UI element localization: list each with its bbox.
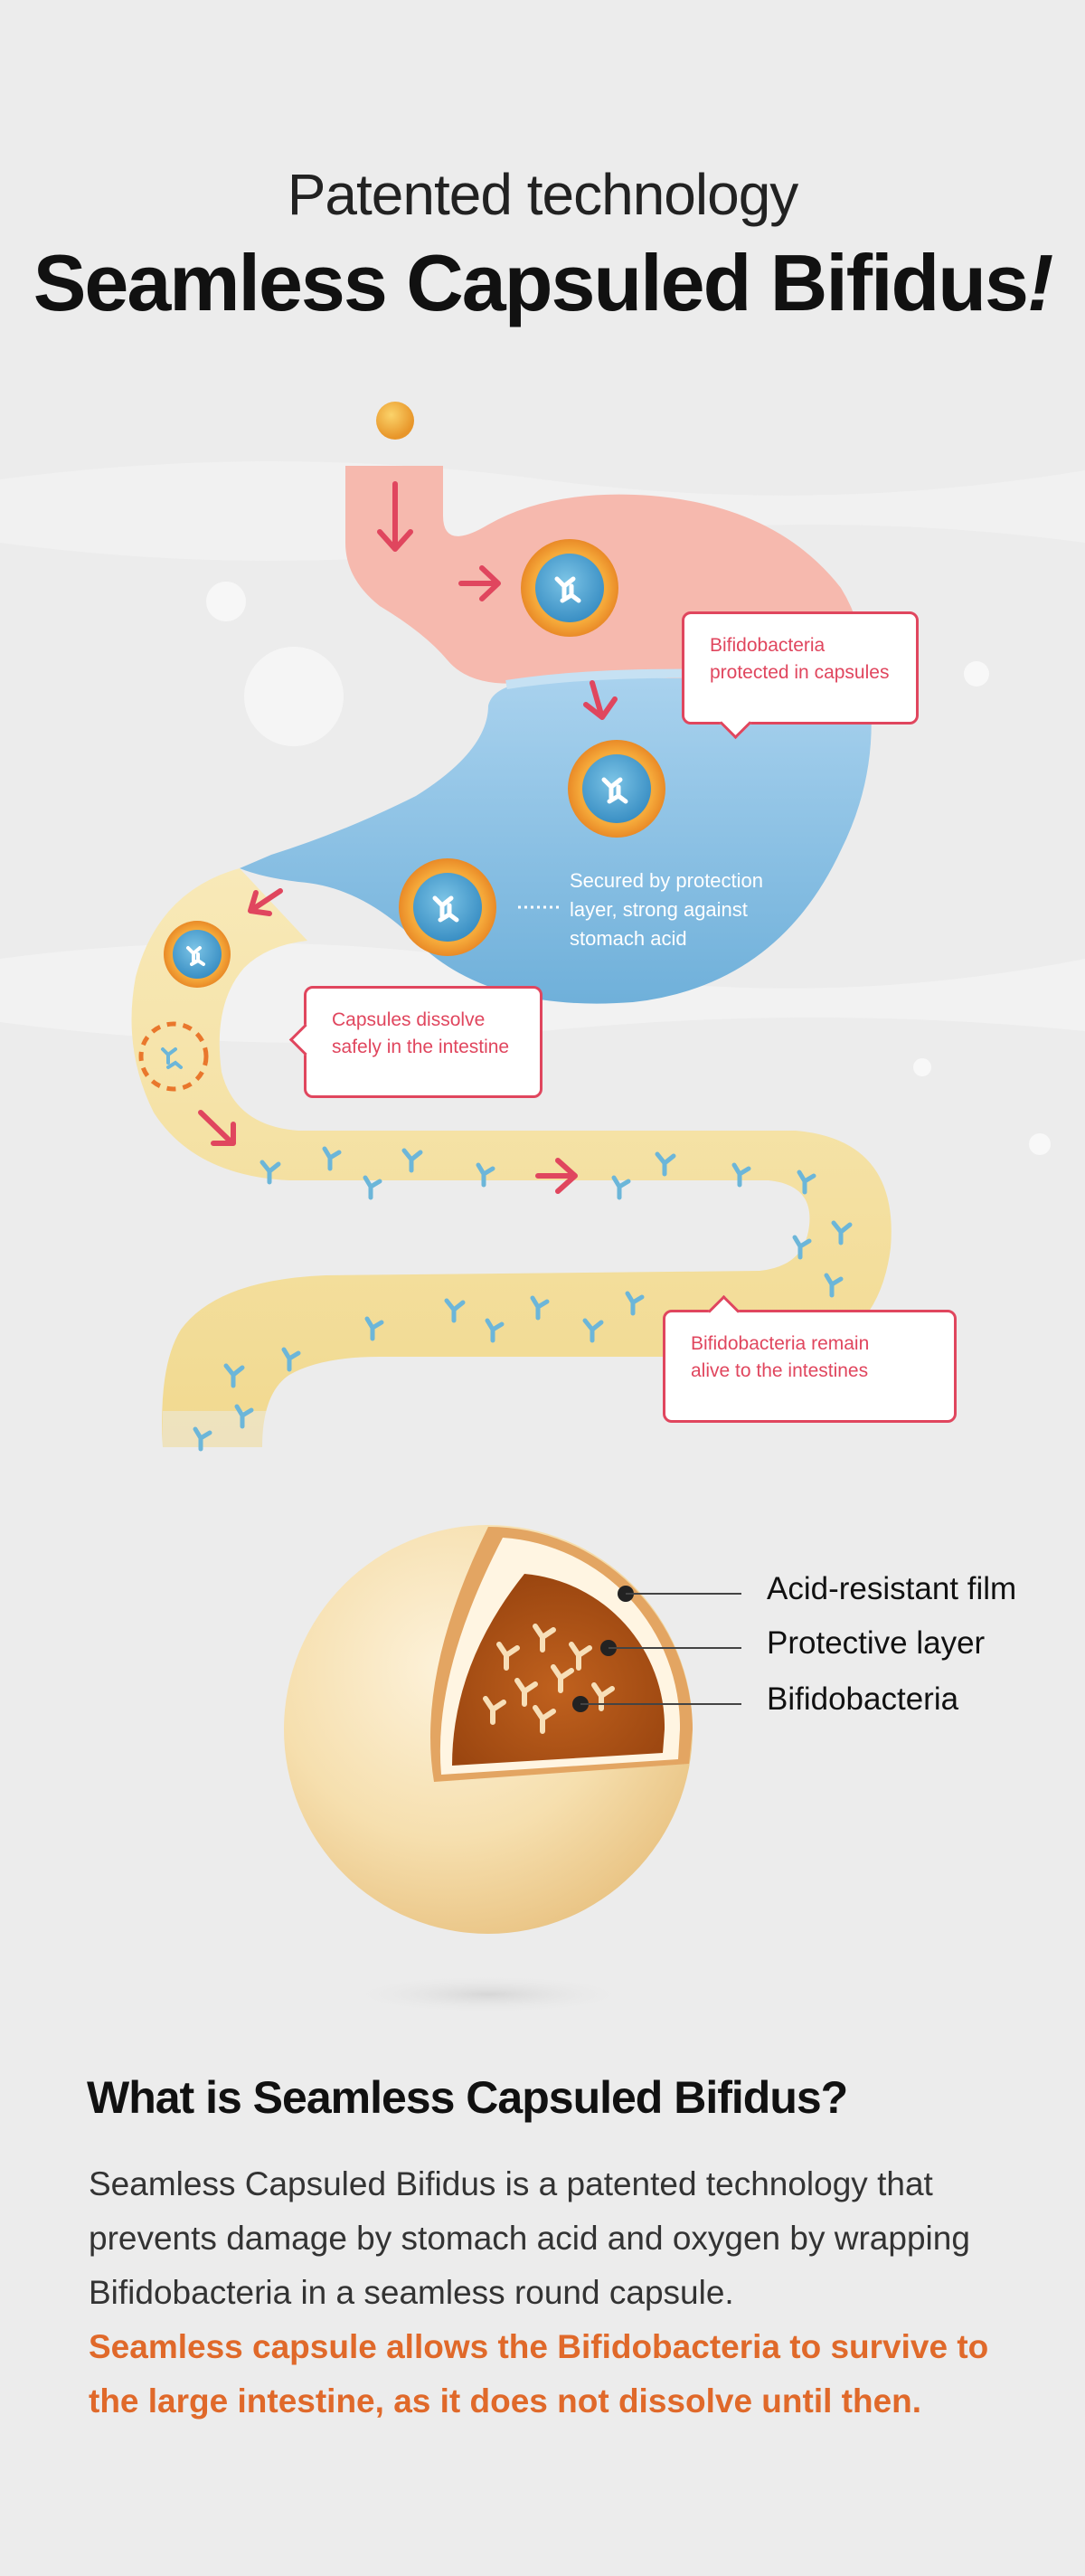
legend-film: Acid-resistant film bbox=[767, 1571, 1017, 1606]
header-title-mark: ! bbox=[1026, 238, 1053, 327]
dissolving-capsule-icon bbox=[138, 1021, 209, 1092]
stomach-lower bbox=[240, 677, 872, 1004]
capsule-ball bbox=[376, 402, 414, 440]
bg-sparkle bbox=[1029, 1133, 1051, 1155]
capsule-icon bbox=[164, 921, 231, 988]
callout-line: Capsules dissolve bbox=[332, 1009, 486, 1030]
legend-layer: Protective layer bbox=[767, 1625, 986, 1661]
bg-sparkle bbox=[244, 647, 344, 746]
bg-sparkle bbox=[964, 661, 989, 687]
capsule-shadow bbox=[344, 1975, 633, 2014]
section-title: What is Seamless Capsuled Bifidus? bbox=[87, 2072, 848, 2123]
header-subtitle: Patented technology bbox=[287, 162, 799, 227]
intestine bbox=[131, 868, 892, 1447]
bacteria-icon bbox=[483, 1624, 615, 1734]
section-body: Seamless Capsuled Bifidus is a patented … bbox=[89, 2165, 970, 2311]
intestine-fade bbox=[163, 1411, 271, 1465]
section-highlight: Seamless capsule allows the Bifidobacter… bbox=[89, 2328, 989, 2420]
callout-line: safely in the intestine bbox=[332, 1037, 510, 1057]
callout-line: Bifidobacteria bbox=[710, 635, 826, 656]
callout-line: protected in capsules bbox=[710, 662, 890, 683]
bg-sparkle bbox=[913, 1058, 931, 1076]
bg-sparkle bbox=[206, 582, 246, 621]
callout-line: Bifidobacteria remain bbox=[691, 1333, 870, 1354]
flow-arrow-icon bbox=[198, 481, 618, 1194]
callout-line: alive to the intestines bbox=[691, 1360, 869, 1381]
note-line: layer, strong against bbox=[570, 898, 748, 921]
header-title-text: Seamless Capsuled Bifidus bbox=[33, 238, 1029, 327]
callout-protected: Bifidobacteria protected in capsules bbox=[682, 611, 919, 740]
callout-alive: Bifidobacteria remain alive to the intes… bbox=[663, 1294, 957, 1423]
legend-bacteria: Bifidobacteria bbox=[767, 1681, 959, 1717]
callout-dissolve: Capsules dissolve safely in the intestin… bbox=[288, 986, 542, 1098]
note-secured: Secured by protection layer, strong agai… bbox=[570, 867, 805, 953]
capsule-icon bbox=[521, 539, 618, 637]
capsule-icon bbox=[399, 858, 496, 956]
bacteria-icon bbox=[193, 1146, 853, 1452]
capsule-icon bbox=[568, 740, 665, 838]
note-line: stomach acid bbox=[570, 927, 687, 950]
note-line: Secured by protection bbox=[570, 869, 764, 892]
header-title: Seamless Capsuled Bifidus! bbox=[0, 237, 1085, 329]
capsule-cross-section bbox=[284, 1525, 741, 2014]
